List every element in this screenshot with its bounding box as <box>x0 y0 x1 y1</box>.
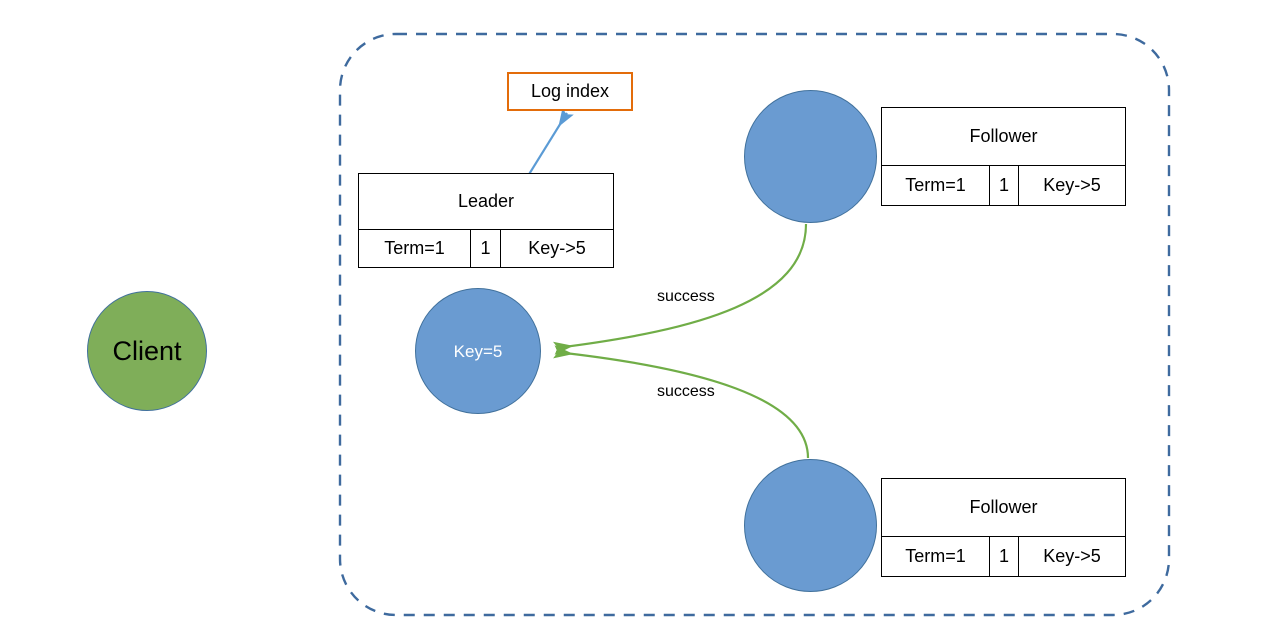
leader-cell-index: 1 <box>471 230 501 267</box>
follower-top-node[interactable] <box>744 90 877 223</box>
follower-bottom-cell-command: Key->5 <box>1043 546 1101 566</box>
follower-bottom-cell-index: 1 <box>990 537 1019 576</box>
client-node-label: Client <box>112 335 182 366</box>
success-label-top: success <box>657 288 715 305</box>
follower-top-cell-index: 1 <box>990 166 1019 205</box>
leader-table-row: Term=1 1 Key->5 <box>359 230 613 267</box>
follower-top-table: Follower Term=1 1 Key->5 <box>881 107 1126 206</box>
log-index-callout: Log index <box>507 72 633 111</box>
leader-table: Leader Term=1 1 Key->5 <box>358 173 614 268</box>
follower-top-table-title: Follower <box>882 108 1125 166</box>
leader-cell-command: Key->5 <box>528 238 586 258</box>
leader-cell-term: Term=1 <box>359 230 471 267</box>
follower-top-cell-command: Key->5 <box>1043 175 1101 195</box>
leader-table-title: Leader <box>359 174 613 230</box>
leader-node[interactable]: Key=5 <box>415 288 541 414</box>
success-arrow-bottom <box>553 345 810 459</box>
follower-top-cell-term: Term=1 <box>882 166 990 205</box>
follower-top-table-row: Term=1 1 Key->5 <box>882 166 1125 205</box>
follower-bottom-table: Follower Term=1 1 Key->5 <box>881 478 1126 577</box>
client-node[interactable]: Client <box>87 291 207 411</box>
follower-bottom-table-row: Term=1 1 Key->5 <box>882 537 1125 576</box>
follower-bottom-table-title: Follower <box>882 479 1125 537</box>
leader-node-label: Key=5 <box>453 341 503 361</box>
success-label-bottom: success <box>657 383 715 400</box>
follower-bottom-node[interactable] <box>744 459 877 592</box>
log-index-label: Log index <box>530 81 610 101</box>
follower-bottom-cell-term: Term=1 <box>882 537 990 576</box>
